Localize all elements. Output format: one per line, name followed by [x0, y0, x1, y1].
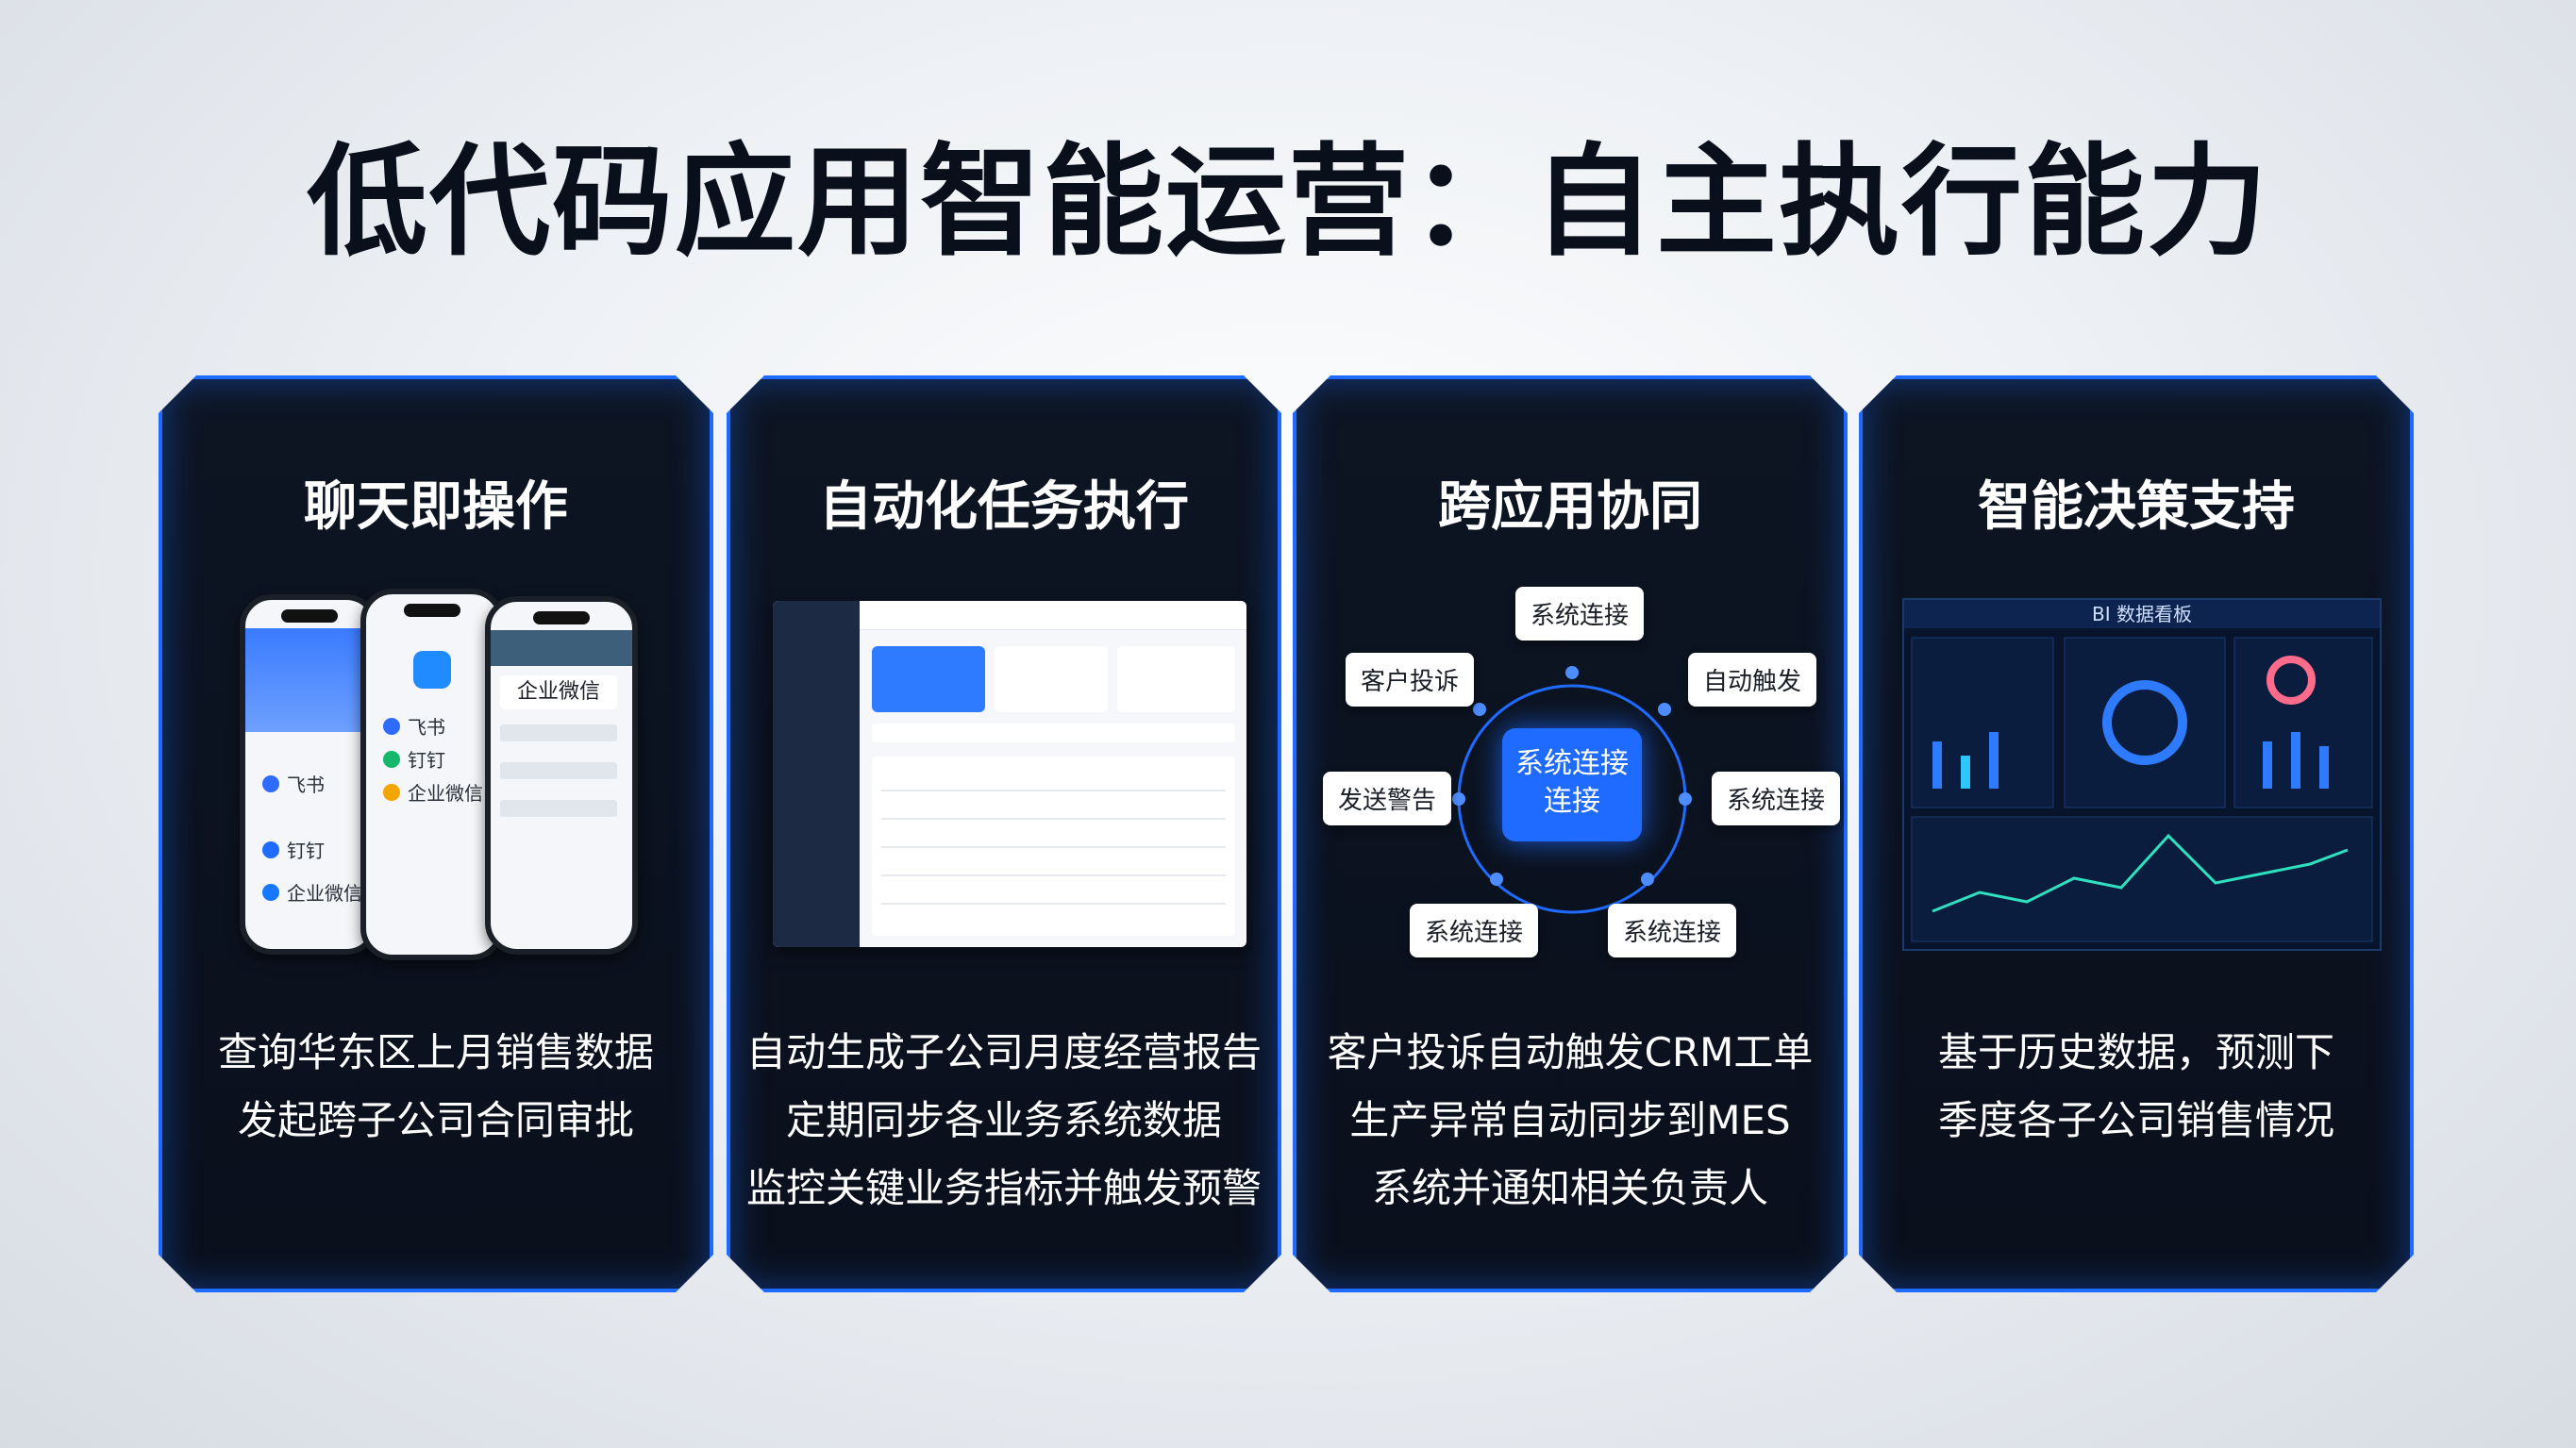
dingtalk-icon	[262, 841, 279, 858]
description-line: 查询华东区上月销售数据	[217, 1029, 654, 1075]
description-line: 季度各子公司销售情况	[1937, 1097, 2334, 1143]
description-line: 系统并通知相关负责人	[1371, 1165, 1768, 1211]
dashboard-graphics	[1911, 637, 2373, 942]
node-bottom-left: 系统连接	[1410, 904, 1539, 957]
node-left: 发送警告	[1323, 772, 1452, 825]
node-right: 系统连接	[1712, 772, 1841, 825]
page-title: 低代码应用智能运营：自主执行能力	[306, 132, 2269, 273]
app-label: 飞书	[287, 774, 325, 796]
app-logo-icon	[413, 651, 451, 689]
dashboard-screenshot	[773, 601, 1246, 947]
card-automation: 自动化任务执行 自动生成子公司月度经营报告 定期同步各业务系统数据 监控关键业务…	[727, 375, 1281, 1292]
feishu-icon	[383, 717, 400, 735]
node-bottom-right: 系统连接	[1608, 904, 1737, 957]
card-title: 聊天即操作	[304, 476, 568, 538]
description-line: 监控关键业务指标并触发预警	[745, 1165, 1262, 1211]
app-label: 钉钉	[408, 749, 445, 772]
card-description: 自动生成子公司月度经营报告 定期同步各业务系统数据 监控关键业务指标并触发预警	[730, 1019, 1278, 1223]
card-description: 基于历史数据，预测下 季度各子公司销售情况	[1863, 1019, 2410, 1155]
description-line: 定期同步各业务系统数据	[785, 1097, 1222, 1143]
center-node: 系统连接 连接	[1502, 728, 1642, 841]
card-cross-app: 跨应用协同 系统连接 连接 系统连接 自动触发 系统连接 系统连接 系统连接 发…	[1293, 375, 1848, 1292]
bi-dashboard: BI 数据看板	[1902, 598, 2382, 951]
card-title: 自动化任务执行	[819, 476, 1189, 538]
card-chat-operation: 聊天即操作 飞书 钉钉 企业微信 飞书 钉钉 企业微信 企业微信 查询华东区上月…	[159, 375, 713, 1292]
card-title: 跨应用协同	[1438, 476, 1702, 538]
feishu-icon	[262, 774, 279, 792]
description-line: 生产异常自动同步到MES	[1349, 1097, 1791, 1143]
phone-middle: 飞书 钉钉 企业微信	[360, 589, 504, 960]
wecom-header: 企业微信	[500, 675, 617, 709]
wecom-icon	[383, 783, 400, 801]
phone-left: 飞书 钉钉 企业微信	[240, 594, 378, 955]
node-top: 系统连接	[1515, 587, 1645, 641]
dashboard-header: BI 数据看板	[1904, 600, 2380, 628]
description-line: 基于历史数据，预测下	[1937, 1029, 2334, 1075]
description-line: 客户投诉自动触发CRM工单	[1327, 1029, 1814, 1075]
phone-right: 企业微信	[485, 596, 638, 955]
card-description: 查询华东区上月销售数据 发起跨子公司合同审批	[162, 1019, 710, 1155]
node-top-left: 客户投诉	[1346, 653, 1475, 707]
card-description: 客户投诉自动触发CRM工单 生产异常自动同步到MES 系统并通知相关负责人	[1296, 1019, 1844, 1223]
description-line: 发起跨子公司合同审批	[237, 1097, 634, 1143]
description-line: 自动生成子公司月度经营报告	[745, 1029, 1262, 1075]
app-label: 飞书	[408, 716, 445, 739]
network-lines	[1452, 666, 1692, 914]
wecom-icon	[262, 883, 279, 901]
card-decision-support: 智能决策支持 BI 数据看板 基于历史数据，预测下 季度各子公司销售情况	[1859, 375, 2414, 1292]
dingtalk-icon	[383, 750, 400, 768]
node-top-right: 自动触发	[1688, 653, 1817, 707]
app-label: 企业微信	[287, 882, 362, 905]
app-label: 企业微信	[408, 782, 483, 805]
card-title: 智能决策支持	[1978, 476, 2295, 538]
app-label: 钉钉	[287, 840, 325, 862]
